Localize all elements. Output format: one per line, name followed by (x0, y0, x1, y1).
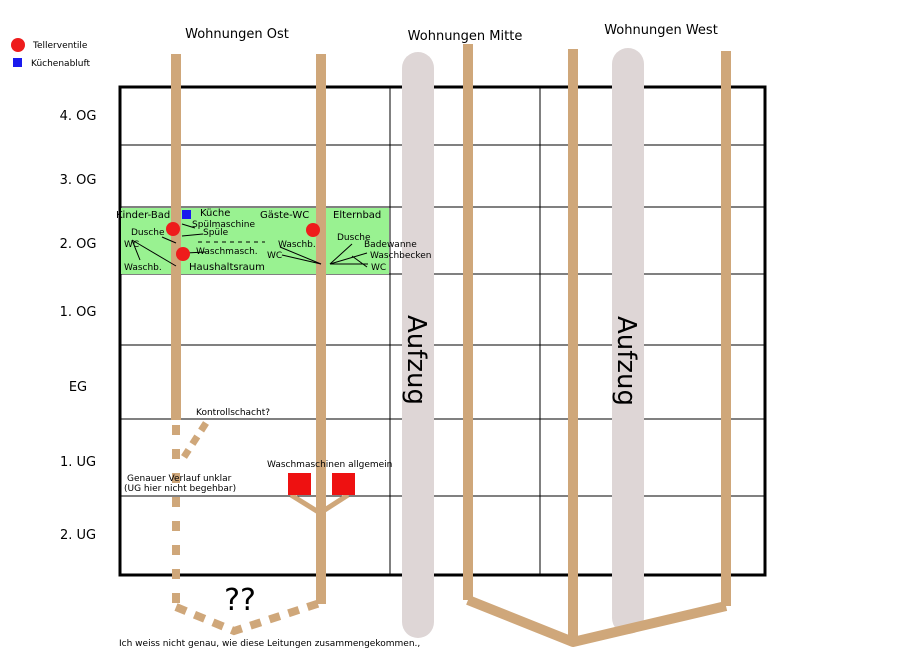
floor-label: EG (69, 380, 87, 395)
valve-icon (176, 247, 190, 261)
fixture-label: Badewanne (364, 240, 417, 250)
pipe-ost-bottom-dashed (174, 599, 322, 636)
floor-label: 2. OG (60, 237, 97, 252)
column-dividers (389, 87, 541, 575)
legend-valve-label: Tellerventile (32, 41, 88, 51)
fixture-label: Waschb. (278, 240, 316, 250)
fixture-label: Dusche (131, 228, 165, 238)
fixture-label: WC (267, 251, 282, 261)
pipe-kontrollschacht-dashed (181, 421, 209, 459)
annotation-kontrollschacht: Kontrollschacht? (196, 408, 270, 418)
pipe-washer-branch (289, 492, 350, 516)
room-label-haushaltsraum: Haushaltsraum (189, 262, 265, 273)
fixture-label: Waschbecken (370, 251, 432, 261)
fixture-label: Waschb. (124, 263, 162, 273)
floor-lines (120, 144, 765, 497)
fixture-label: WC (371, 263, 386, 273)
fixture-label: WC (124, 240, 139, 250)
valve-icon (306, 223, 320, 237)
legend-kitchen-icon (13, 58, 22, 67)
kitchen-exhaust-icon (182, 210, 191, 219)
legend-valve-icon (11, 38, 25, 52)
annotation-waschmaschinen: Waschmaschinen allgemein (267, 460, 392, 470)
room-label-kinderbad: Kinder-Bad (116, 210, 170, 221)
room-label-kueche: Küche (200, 208, 230, 219)
column-header-mitte: Wohnungen Mitte (408, 29, 523, 44)
legend-kitchen-label: Küchenabluft (31, 59, 90, 69)
elevator-label-west: Aufzug (611, 316, 641, 406)
valves (166, 222, 320, 261)
elevator-label-mitte: Aufzug (401, 315, 431, 405)
floor-label: 1. UG (60, 455, 96, 470)
floor-label: 1. OG (60, 305, 97, 320)
fixture-label: Spüle (203, 228, 229, 238)
fixture-label: Waschmasch. (196, 247, 258, 257)
washer-2-icon (332, 473, 355, 495)
washer-1-icon (288, 473, 311, 495)
annotation-verlauf-1: Genauer Verlauf unklar (127, 474, 232, 484)
column-header-ost: Wohnungen Ost (185, 27, 289, 42)
annotation-verlauf-2: (UG hier nicht begehbar) (124, 484, 236, 494)
pipe-connection-bottom (466, 595, 728, 647)
floor-label: 4. OG (60, 109, 97, 124)
fixture-lines (131, 223, 368, 268)
fixture-label: Spülmaschine (192, 220, 255, 230)
annotation-question: ?? (224, 583, 256, 618)
valve-icon (166, 222, 180, 236)
room-label-elternbad: Elternbad (333, 210, 381, 221)
building-outline (118, 85, 767, 577)
fixture-label: Dusche (337, 233, 371, 243)
floor-label: 3. OG (60, 173, 97, 188)
apartment-zone-2og (121, 208, 389, 274)
room-label-gaeste-wc: Gäste-WC (260, 210, 309, 221)
column-header-west: Wohnungen West (604, 23, 718, 38)
floor-label: 2. UG (60, 528, 96, 543)
annotation-footer: Ich weiss nicht genau, wie diese Leitung… (119, 639, 420, 649)
ventilation-pipes (171, 44, 731, 647)
